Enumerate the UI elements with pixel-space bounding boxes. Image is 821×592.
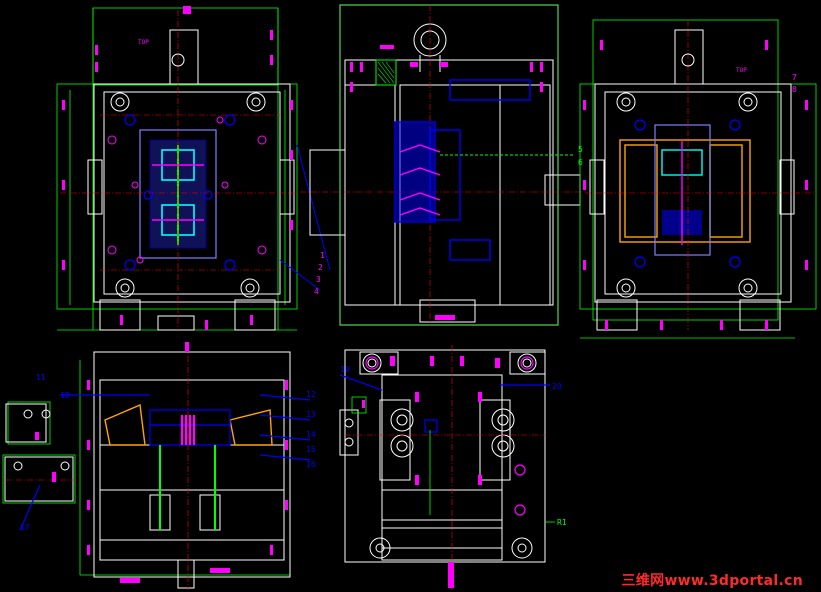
marker-16: 16 <box>306 460 316 469</box>
marker-20: 20 <box>552 382 562 391</box>
top-view-right: TOP 7 8 <box>579 19 817 339</box>
marker-18: 18 <box>60 391 70 400</box>
marker-1: 1 <box>320 251 325 260</box>
marker-13: 13 <box>306 410 316 419</box>
marker-5: 5 <box>578 145 583 154</box>
section-view-bottom-left: 11 12 13 14 15 16 17 18 <box>2 342 316 590</box>
marker-15: 15 <box>306 445 316 454</box>
marker-4: 4 <box>314 287 319 296</box>
marker-6: 6 <box>578 158 583 167</box>
watermark-text: 三维网www.3dportal.cn <box>621 573 803 589</box>
top-tag-left: TOP <box>138 39 149 46</box>
marker-11: 11 <box>36 373 46 382</box>
top-view-left: TOP 1 2 3 4 <box>56 6 331 331</box>
side-view-note: R1 <box>557 518 567 527</box>
marker-19: 19 <box>340 365 350 374</box>
marker-3: 3 <box>316 275 321 284</box>
side-view-bottom-center: 19 20 R1 <box>339 345 567 590</box>
section-view-center: 5 6 <box>300 4 583 326</box>
top-tag-right: TOP <box>736 67 747 74</box>
marker-17: 17 <box>20 523 30 532</box>
marker-14: 14 <box>306 430 316 439</box>
marker-2: 2 <box>318 263 323 272</box>
marker-12: 12 <box>306 390 316 399</box>
marker-8: 8 <box>792 85 797 94</box>
marker-7: 7 <box>792 73 797 82</box>
